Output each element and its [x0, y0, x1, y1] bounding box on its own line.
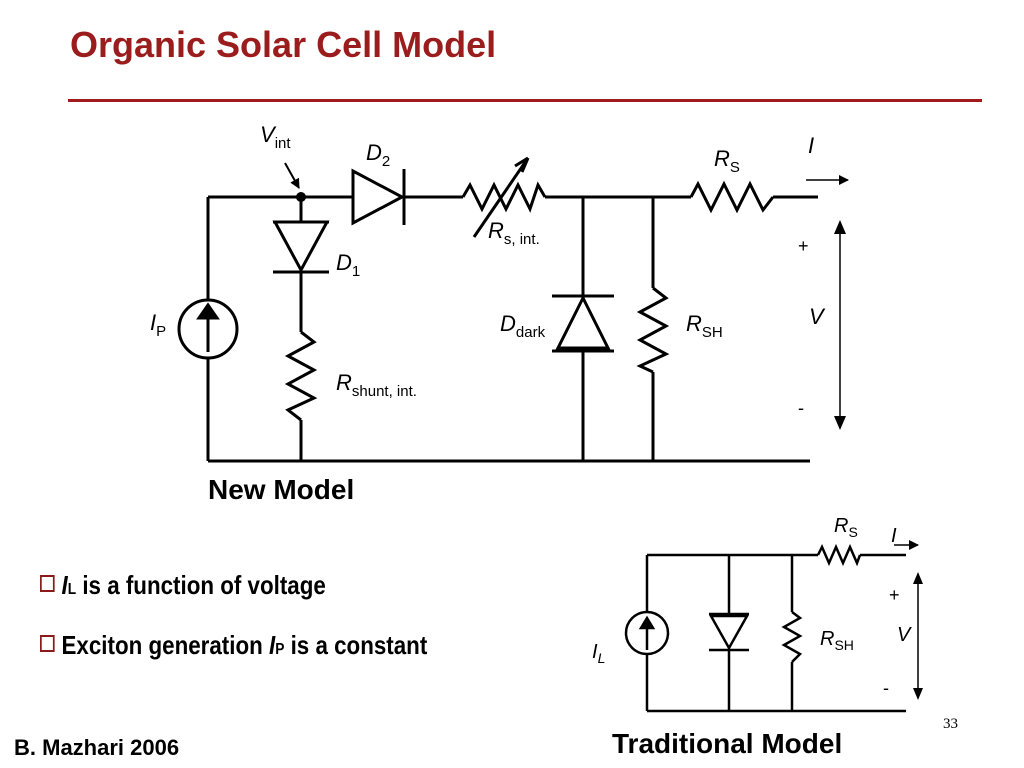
voltage-arrow	[834, 220, 846, 430]
minus-sign: -	[798, 398, 804, 418]
bullet-box-icon	[40, 575, 55, 592]
trad-current-label: I	[891, 525, 897, 547]
new-model-circuit	[206, 195, 818, 463]
bullet-box-icon	[40, 635, 55, 652]
trad-rs-label: RS	[834, 515, 858, 540]
vint-pointer-arrow	[284, 162, 300, 189]
trad-plus-sign: +	[889, 585, 900, 605]
current-source-icon	[177, 298, 239, 360]
title-divider	[68, 99, 982, 102]
new-model-caption: New Model	[208, 474, 355, 505]
current-label: I	[808, 133, 814, 158]
traditional-model-caption: Traditional Model	[612, 728, 843, 759]
r-shunt-int-resistor-icon	[284, 330, 318, 422]
ddark-diode-icon	[552, 294, 614, 353]
trad-current-source-icon	[624, 610, 670, 656]
d2-label: D2	[366, 140, 390, 170]
rs-label: RS	[714, 146, 740, 176]
vint-label: Vint	[260, 122, 291, 152]
trad-voltage-label: V	[897, 624, 912, 646]
plus-sign: +	[798, 236, 809, 256]
slide-title: Organic Solar Cell Model	[70, 24, 497, 65]
trad-voltage-arrow	[913, 572, 923, 700]
rsh-resistor-icon	[636, 286, 670, 374]
bullet-subscript: L	[67, 581, 77, 598]
footer-credit: B. Mazhari 2006	[14, 735, 180, 760]
trad-minus-sign: -	[883, 678, 889, 698]
traditional-model-circuit	[645, 553, 906, 713]
page-number: 33	[943, 716, 958, 732]
bullet-text: is a constant	[284, 630, 428, 660]
trad-il-label: IL	[592, 641, 605, 666]
trad-rs-resistor-icon	[816, 543, 862, 567]
d1-diode-icon	[272, 220, 330, 274]
d1-label: D1	[336, 250, 360, 280]
voltage-label: V	[809, 304, 826, 329]
bullet-symbol: I	[61, 570, 68, 600]
variable-resistor-icon	[461, 156, 547, 238]
vint-node-dot	[296, 192, 306, 202]
rs-resistor-icon	[689, 180, 775, 214]
r-shunt-int-label: Rshunt, int.	[336, 370, 417, 400]
trad-diode-icon	[708, 612, 750, 652]
d-dark-label: Ddark	[500, 311, 546, 341]
bullet-prefix: Exciton generation	[61, 630, 269, 660]
bullet-symbol: I	[268, 630, 276, 660]
rsh-label: RSH	[686, 311, 723, 341]
bullet-text: is a function of voltage	[76, 570, 326, 600]
rs-int-label: Rs, int.	[488, 218, 540, 248]
ip-label: IP	[150, 310, 166, 340]
bullet-subscript: P	[275, 641, 285, 658]
trad-rsh-resistor-icon	[781, 611, 803, 663]
d2-diode-icon	[351, 168, 406, 226]
trad-rsh-label: RSH	[820, 628, 854, 653]
